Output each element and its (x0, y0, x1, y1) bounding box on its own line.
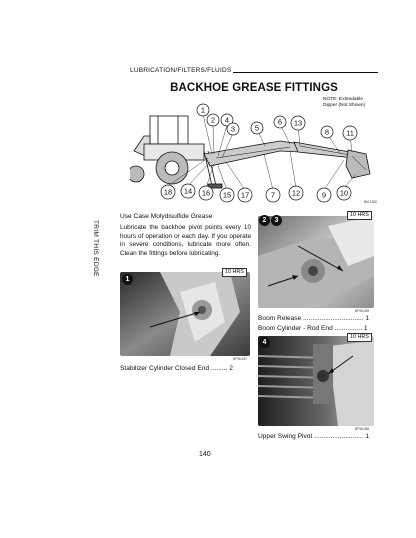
boom-illustration (258, 216, 374, 308)
callout-number: 8 (325, 128, 329, 137)
callout-number: 11 (346, 129, 354, 138)
callout-marker (265, 187, 281, 203)
callout-marker (220, 113, 234, 127)
callout-marker (316, 187, 332, 203)
diagram-code: BM-1300 (364, 200, 377, 204)
photo-number-badge: 4 (259, 337, 270, 348)
callout-number: 15 (223, 191, 231, 200)
stabilizer-caption: Stabilizer Cylinder Closed End .........… (120, 365, 233, 372)
section-header: LUBRICATION/FILTERS/FLUIDS (130, 67, 378, 74)
diagram-callouts-bottom: 18 14 16 15 17 7 12 9 10 (160, 183, 352, 203)
callout-number: 17 (241, 191, 249, 200)
callout-number: 9 (322, 191, 326, 200)
boom-release-caption: Boom Release ...........................… (258, 315, 370, 322)
callout-marker (180, 183, 196, 199)
photo-code: BF96-057 (233, 357, 247, 361)
callout-number: 5 (255, 124, 259, 133)
stabilizer-photo (120, 272, 250, 356)
callout-marker (320, 125, 334, 139)
callout-number: 13 (294, 119, 302, 128)
interval-badge: 10 HRS (347, 333, 372, 342)
trim-edge-label: TRIM THIS EDGE (92, 220, 99, 277)
backhoe-diagram: 1 2 4 3 5 6 13 8 11 18 14 16 15 17 7 12 … (130, 103, 377, 204)
callout-marker (336, 185, 352, 201)
swing-pivot-photo (258, 336, 374, 426)
diagram-callouts-top: 1 2 4 3 5 6 13 8 11 (196, 103, 358, 141)
callout-number: 7 (271, 191, 275, 200)
swing-pivot-caption: Upper Swing Pivot ......................… (258, 433, 370, 440)
interval-badge: 10 HRS (347, 211, 372, 220)
boom-cylinder-caption: Boom Cylinder - Rod End ............... … (258, 325, 368, 332)
stabilizer-illustration (120, 272, 250, 356)
photo-number-badge: 1 (122, 274, 133, 285)
header-rule (233, 72, 378, 73)
callout-number: 3 (231, 125, 235, 134)
callout-marker (226, 122, 240, 136)
swing-pivot-illustration (258, 336, 374, 426)
callout-number: 12 (292, 189, 300, 198)
callout-number: 14 (184, 187, 192, 196)
callout-marker (198, 185, 214, 201)
page-number: 140 (199, 451, 211, 458)
photo-code: BF96-058 (355, 427, 369, 431)
lube-heading: Use Case Molydisulfide Grease (120, 213, 213, 220)
photo-number-badge: 2 (259, 215, 270, 226)
callout-number: 4 (225, 116, 229, 125)
callout-number: 1 (201, 106, 205, 115)
callout-number: 6 (278, 118, 282, 127)
callout-marker (288, 185, 304, 201)
callout-marker (290, 115, 306, 131)
boom-photo (258, 216, 374, 308)
callout-marker (237, 187, 253, 203)
callout-marker (196, 103, 210, 117)
diagram-note: NOTE: Extendable Dipper (Not Shown) (323, 97, 366, 108)
callout-marker (250, 121, 264, 135)
photo-number-badge: 3 (271, 215, 282, 226)
callout-marker (342, 125, 358, 141)
lube-paragraph: Lubricate the backhoe pivot points every… (120, 224, 251, 257)
callout-number: 16 (202, 189, 210, 198)
callout-number: 2 (211, 116, 215, 125)
photo-code: BF96-059 (355, 309, 369, 313)
page-title: BACKHOE GREASE FITTINGS (170, 82, 338, 94)
callout-marker (160, 184, 176, 200)
callout-number: 10 (340, 189, 348, 198)
interval-badge: 10 HRS (222, 268, 247, 277)
callout-marker (219, 187, 235, 203)
callout-number: 18 (164, 188, 172, 197)
callout-marker (273, 115, 287, 129)
callout-marker (206, 113, 220, 127)
